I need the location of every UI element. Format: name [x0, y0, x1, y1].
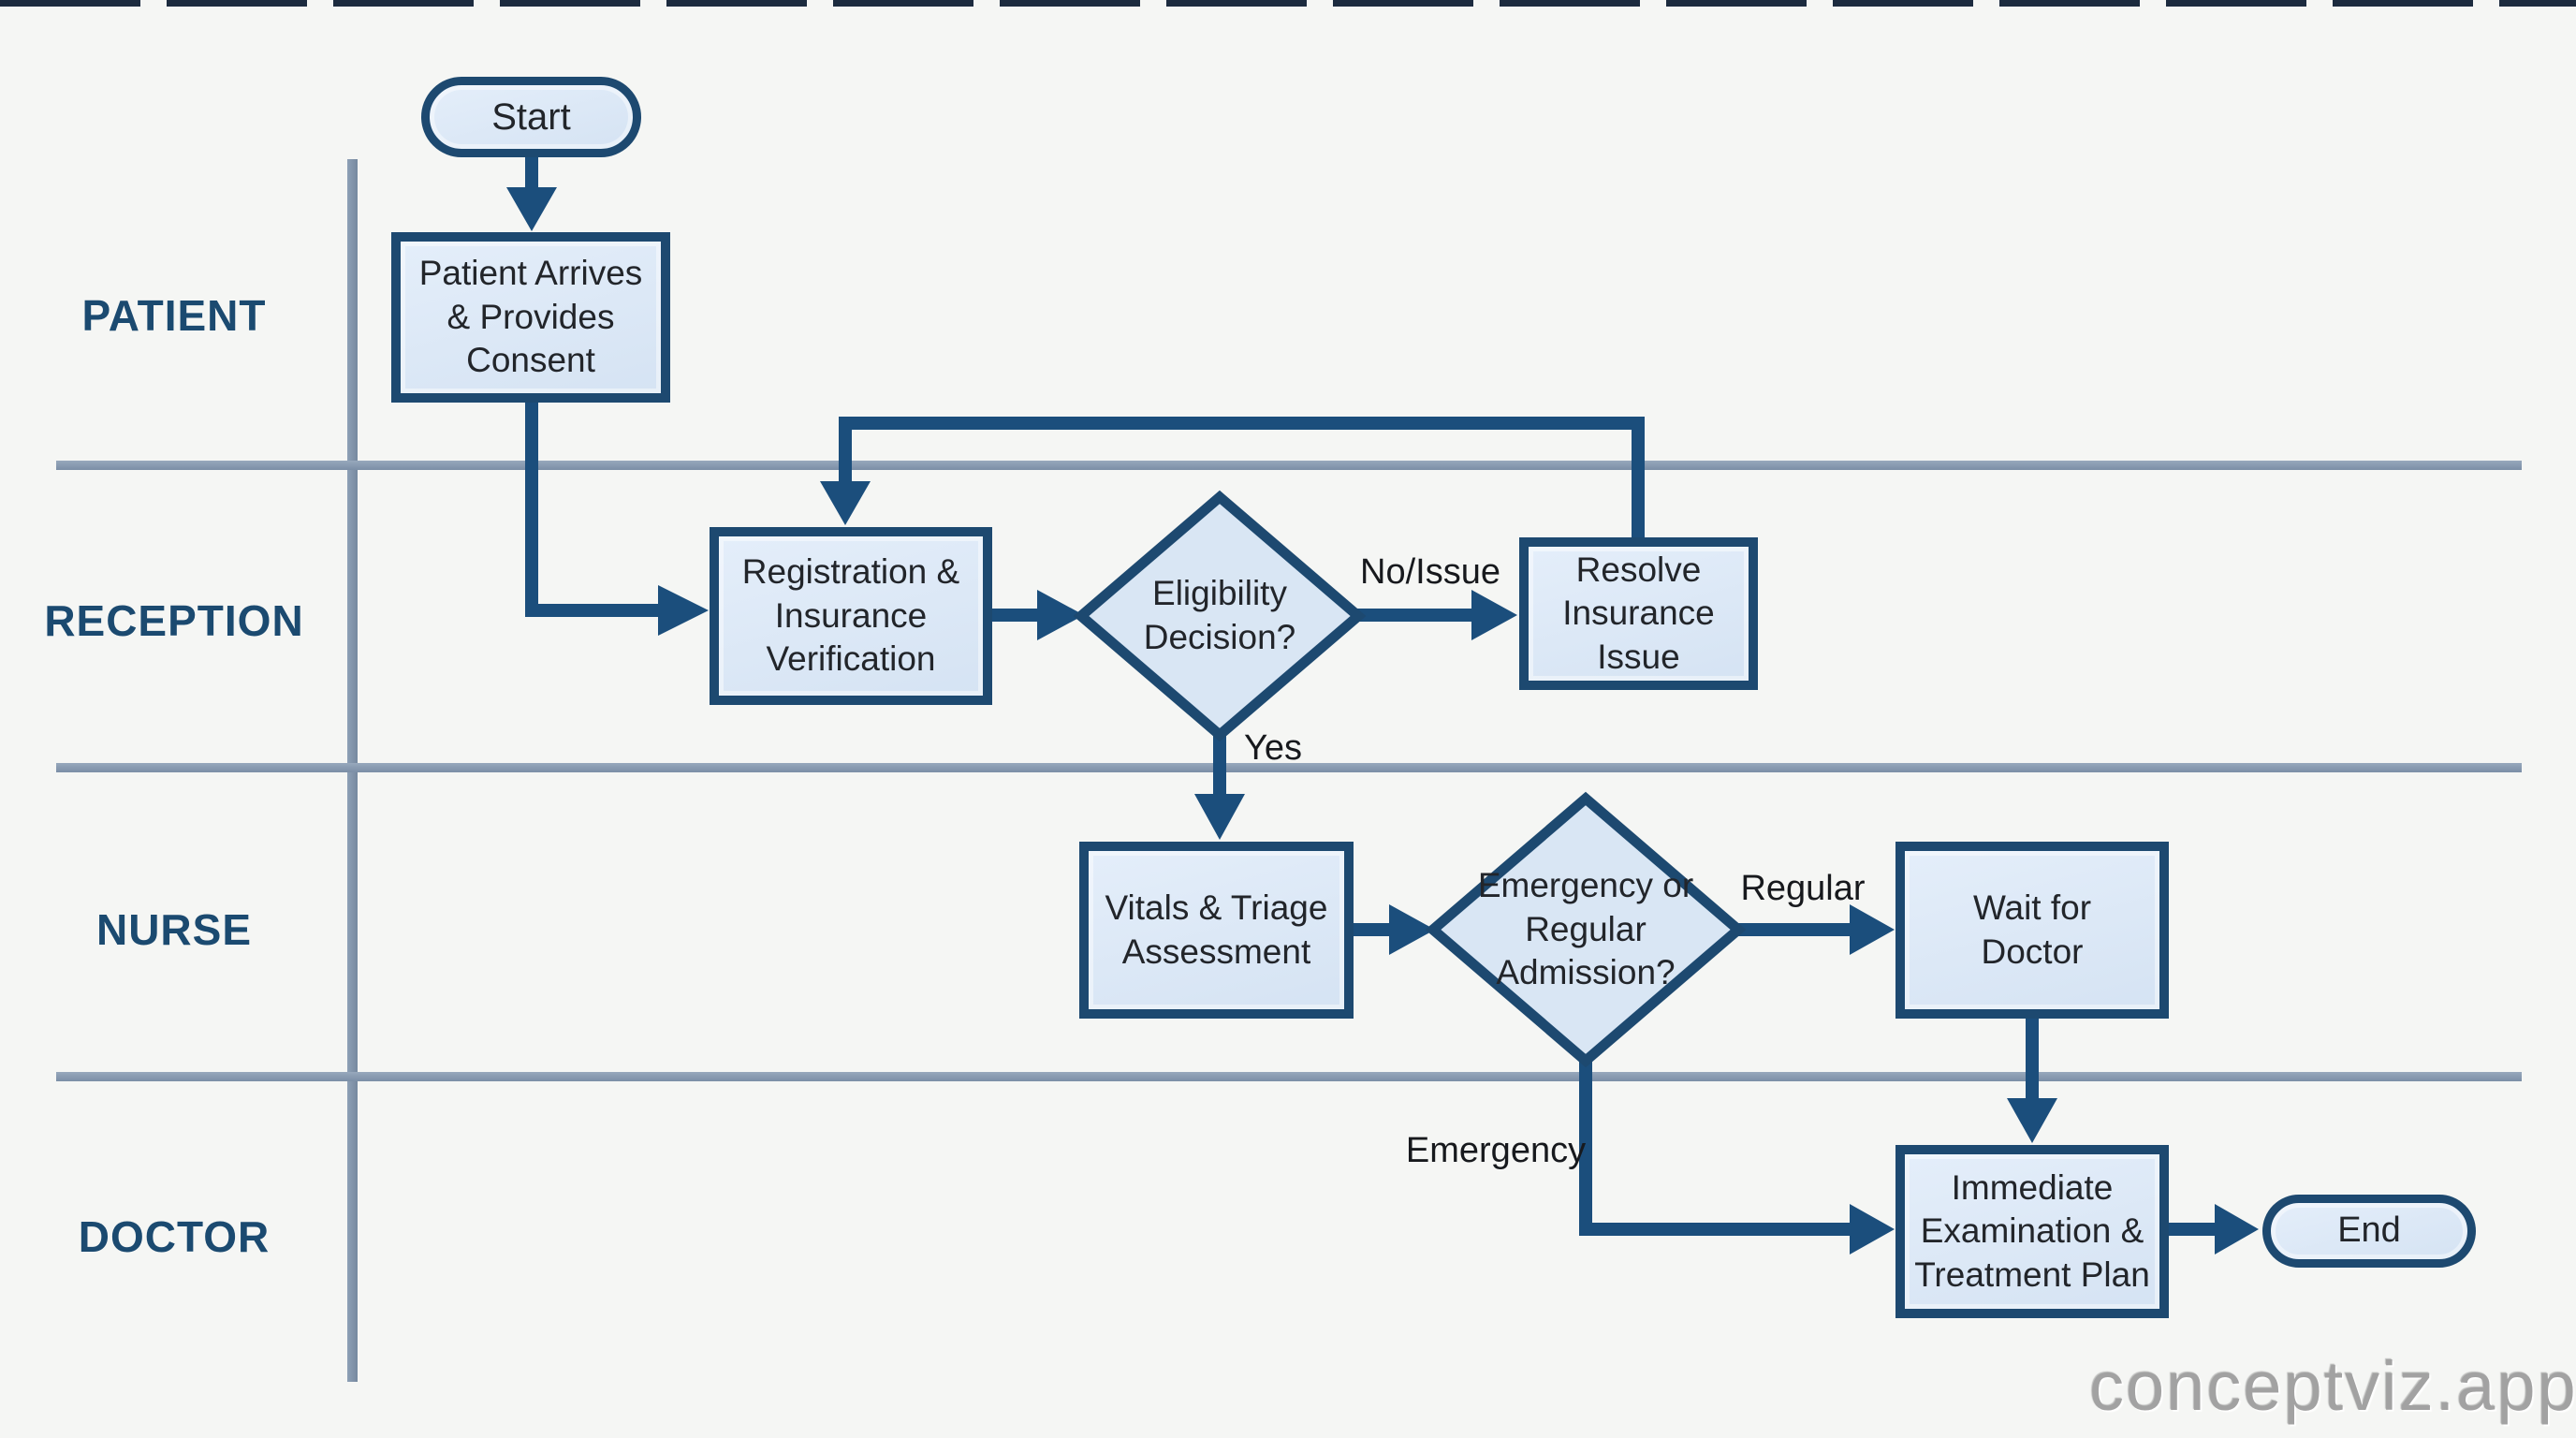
- node-resolve-insurance: Resolve Insurance Issue: [1519, 537, 1758, 690]
- node-label: Wait for Doctor: [1972, 888, 2092, 971]
- node-immediate-examination: Immediate Examination & Treatment Plan: [1895, 1145, 2169, 1318]
- node-label: Start: [491, 95, 571, 138]
- node-label: Resolve Insurance Issue: [1562, 550, 1715, 676]
- arrowhead-right-icon: [1471, 590, 1517, 640]
- arrowhead-right-icon: [1850, 904, 1895, 955]
- edge-admission-to-wait: [1736, 904, 1895, 955]
- node-label: Registration & Insurance Verification: [741, 552, 960, 679]
- edge-admission-to-exam: [1579, 1059, 1895, 1255]
- edge-eligibility-to-resolve: [1355, 590, 1517, 640]
- edge-eligibility-to-vitals: [1194, 733, 1245, 840]
- edge-label-no-issue: No/Issue: [1360, 552, 1500, 592]
- arrowhead-right-icon: [2215, 1204, 2259, 1255]
- node-registration: Registration & Insurance Verification: [710, 527, 992, 705]
- node-label: Vitals & Triage Assessment: [1105, 888, 1328, 971]
- lane-label-doctor: DOCTOR: [78, 1212, 271, 1261]
- node-start: Start: [421, 77, 641, 157]
- edge-wait-to-exam: [2007, 1017, 2057, 1143]
- arrowhead-right-icon: [1389, 904, 1435, 955]
- arrowhead-down-icon: [2007, 1098, 2057, 1143]
- arrowhead-right-icon: [1037, 590, 1084, 640]
- arrowhead-down-icon: [1194, 794, 1245, 840]
- edge-resolve-to-registration-loop: [820, 417, 1645, 541]
- lane-label-nurse: NURSE: [95, 905, 253, 954]
- node-label: End: [2337, 1211, 2401, 1251]
- arrowhead-down-icon: [820, 481, 871, 525]
- edge-label-regular: Regular: [1740, 869, 1866, 908]
- node-end: End: [2262, 1195, 2476, 1268]
- watermark: conceptviz.app: [2089, 1347, 2576, 1425]
- edge-label-yes: Yes: [1244, 728, 1302, 768]
- edge-start-to-patient: [506, 155, 557, 231]
- node-vitals-triage: Vitals & Triage Assessment: [1079, 842, 1354, 1019]
- lane-divider-reception-nurse: [56, 763, 2522, 772]
- node-patient-arrives: Patient Arrives & Provides Consent: [391, 232, 670, 403]
- arrowhead-right-icon: [1850, 1204, 1895, 1255]
- arrowhead-down-icon: [506, 187, 557, 231]
- lane-divider-nurse-doctor: [56, 1072, 2522, 1081]
- top-decorative-bar: [0, 0, 2576, 7]
- edge-patient-to-registration: [525, 397, 709, 636]
- edge-exam-to-end: [2167, 1204, 2259, 1255]
- eligibility-decision-label: Eligibility Decision?: [1143, 574, 1296, 656]
- arrowhead-right-icon: [658, 585, 709, 636]
- node-label: Immediate Examination & Treatment Plan: [1914, 1167, 2150, 1294]
- node-wait-for-doctor: Wait for Doctor: [1895, 842, 2169, 1019]
- edge-registration-to-eligibility: [985, 590, 1084, 640]
- edge-vitals-to-admission: [1352, 904, 1435, 955]
- lane-label-patient: PATIENT: [81, 291, 267, 340]
- node-label: Patient Arrives & Provides Consent: [418, 254, 643, 380]
- eligibility-decision-diamond: [1073, 490, 1367, 742]
- edge-label-emergency: Emergency: [1405, 1131, 1587, 1170]
- lane-divider-patient-reception: [56, 461, 2522, 470]
- admission-decision-label: Emergency or Regular Admission?: [1477, 866, 1694, 992]
- lane-label-reception: RECEPTION: [44, 596, 304, 645]
- admission-decision-diamond: [1425, 791, 1747, 1068]
